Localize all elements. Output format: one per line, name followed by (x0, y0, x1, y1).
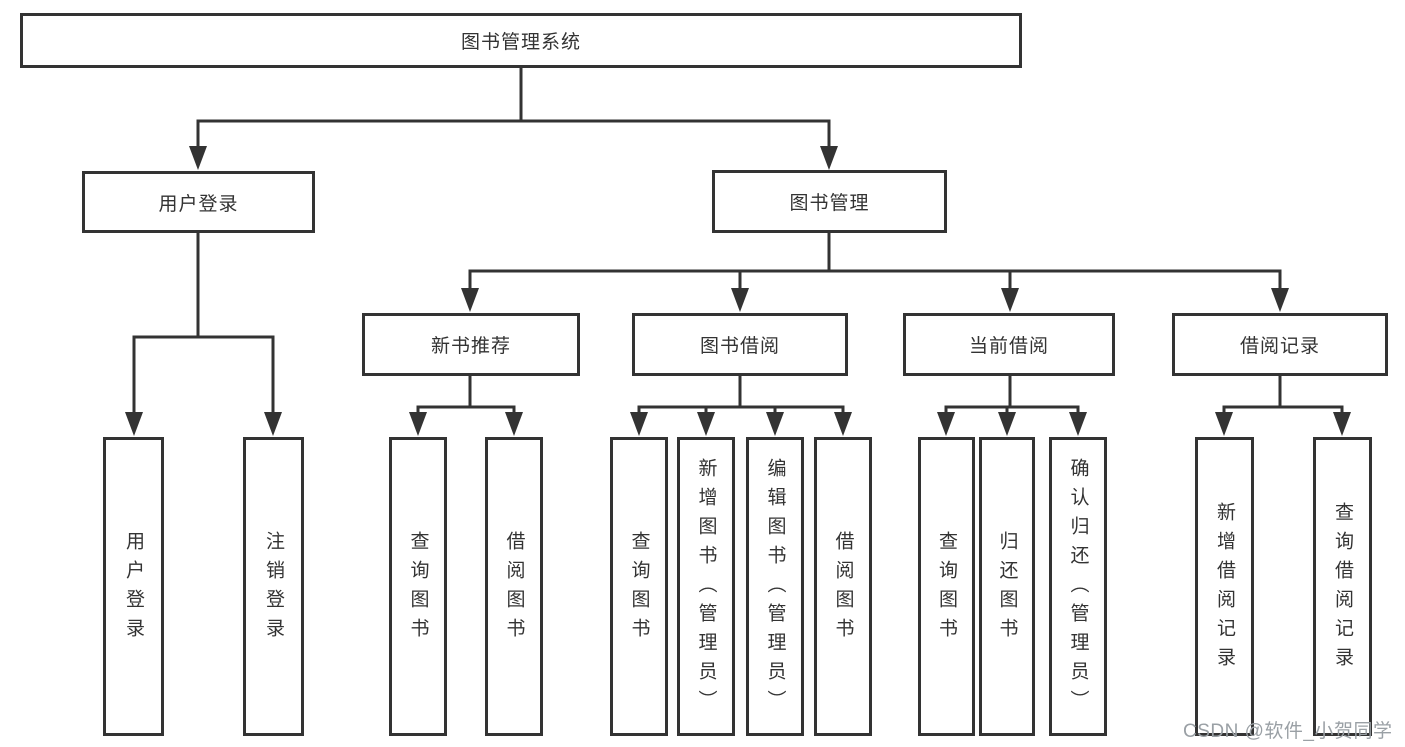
node-borrowing-records: 借阅记录 (1172, 313, 1388, 376)
node-book-management: 图书管理 (712, 170, 947, 233)
leaf-edit-books-admin: 编辑图书（管理员） (746, 437, 804, 736)
leaf-recommend-query-books: 查询图书 (389, 437, 447, 736)
leaf-query-borrow-record: 查询借阅记录 (1313, 437, 1372, 736)
node-current-borrowing: 当前借阅 (903, 313, 1115, 376)
leaf-borrowing-query-books: 查询图书 (610, 437, 668, 736)
leaf-add-books-admin: 新增图书（管理员） (677, 437, 735, 736)
node-new-book-recommendation: 新书推荐 (362, 313, 580, 376)
arrowhead-icons (125, 146, 1351, 436)
leaf-return-books: 归还图书 (979, 437, 1035, 736)
node-user-login: 用户登录 (82, 171, 315, 233)
leaf-logout: 注销登录 (243, 437, 304, 736)
node-book-borrowing: 图书借阅 (632, 313, 848, 376)
leaf-borrowing-borrow-books: 借阅图书 (814, 437, 872, 736)
node-library-system: 图书管理系统 (20, 13, 1022, 68)
leaf-current-query-books: 查询图书 (918, 437, 975, 736)
leaf-user-login: 用户登录 (103, 437, 164, 736)
leaf-recommend-borrow-books: 借阅图书 (485, 437, 543, 736)
leaf-confirm-return-admin: 确认归还（管理员） (1049, 437, 1107, 736)
leaf-add-borrow-record: 新增借阅记录 (1195, 437, 1254, 736)
watermark: CSDN @软件_小贺同学 (1183, 721, 1393, 742)
